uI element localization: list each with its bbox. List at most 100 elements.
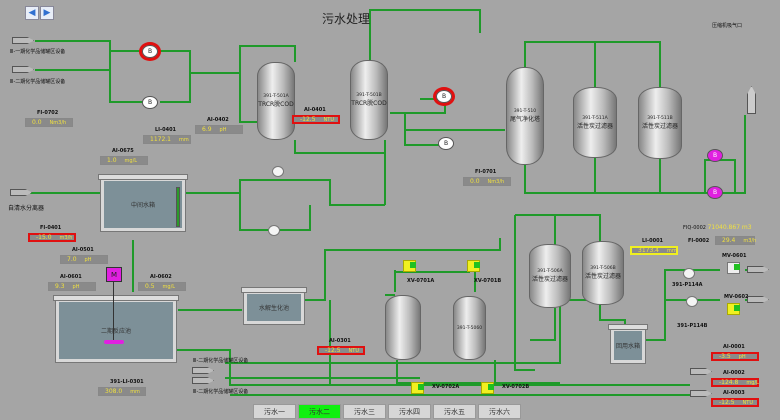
basin-middle-tank[interactable]: 中间水箱 (98, 174, 188, 232)
outlet-pipe (690, 368, 712, 375)
outlet-pipe (747, 296, 769, 303)
valve-xv-0702a[interactable] (411, 382, 424, 394)
tab-3[interactable]: 污水三 (343, 404, 386, 419)
unit: pH (84, 256, 92, 263)
outlet-pipe (690, 390, 712, 397)
instrument-tag: AI-0675 (112, 148, 134, 154)
unit: pH (72, 283, 80, 290)
inlet-label: 自清水分离器 (8, 205, 45, 212)
basin-reaction-tank[interactable]: 二期反应池 (53, 295, 179, 363)
unit: Nm3/h (49, 119, 67, 126)
unit: NTU (348, 347, 359, 354)
valve-xv-0701b[interactable] (467, 260, 480, 272)
agitator-motor[interactable]: M (106, 267, 122, 282)
page-title: 污水处理 (322, 12, 371, 26)
blower-stopped[interactable]: B (438, 137, 454, 150)
instrument-tag: AI-0602 (150, 274, 172, 280)
instrument-value-ai-0501[interactable]: 7.0 pH (60, 255, 108, 264)
unit: NTU (323, 116, 334, 123)
tab-5[interactable]: 污水五 (433, 404, 476, 419)
pump-391-p114a[interactable] (683, 268, 695, 279)
valve-xv-0702b[interactable] (481, 382, 494, 394)
exhaust-stack (747, 86, 756, 114)
valve-label: XV-0702B (502, 384, 530, 390)
value: 29.4 (722, 237, 736, 244)
valve-label: XV-0701A (407, 278, 435, 284)
inlet-label: Ⅲ-一期化学品储罐区设备 (10, 49, 66, 55)
pump-label: 391-P114A (672, 282, 703, 288)
tab-6[interactable]: 污水六 (478, 404, 521, 419)
instrument-tag: AI-0301 (329, 338, 351, 344)
value: 1.0 (107, 157, 117, 164)
back-button[interactable]: ◀ (25, 6, 39, 20)
valve-xv-0701a[interactable] (403, 260, 416, 272)
blower-stopped[interactable]: B (142, 96, 158, 109)
arrow-left-icon: ◀ (28, 8, 36, 18)
value: -124.8 (719, 379, 739, 386)
valve-label: MV-0601 (722, 253, 747, 259)
basin-bio-tank[interactable]: 水解生化池 (241, 287, 307, 325)
blower-running[interactable]: B (139, 42, 161, 61)
value: -3.5 (719, 353, 731, 360)
vessel-391-t-5060[interactable]: 391-T-5060 (453, 296, 486, 360)
tab-4[interactable]: 污水四 (388, 404, 431, 419)
pump[interactable] (272, 166, 284, 177)
tab-1[interactable]: 污水一 (253, 404, 296, 419)
forward-button[interactable]: ▶ (40, 6, 54, 20)
pump-391-p114b[interactable] (686, 296, 698, 307)
valve-mv-0601[interactable] (727, 262, 740, 274)
vessel-filter[interactable] (385, 295, 421, 360)
valve-mv-0602[interactable] (727, 303, 740, 315)
blower-running[interactable]: B (433, 87, 455, 106)
instrument-value-ai-0601[interactable]: 9.3 pH (48, 282, 96, 291)
instrument-value-ai-0002[interactable]: -124.8 mg/L (711, 378, 759, 387)
instrument-value-fi-0702[interactable]: 0.0 Nm3/h (25, 118, 73, 127)
level-gauge (176, 187, 180, 227)
blower-fan[interactable]: B (707, 149, 723, 162)
basin-reuse-tank[interactable]: 回用水箱 (608, 324, 648, 364)
inlet-pipe (192, 377, 214, 384)
unit: mm (667, 247, 677, 254)
inlet-pipe (192, 367, 214, 374)
pump[interactable] (268, 225, 280, 236)
value: 9.3 (55, 283, 65, 290)
tab-2[interactable]: 污水二 (298, 404, 341, 419)
value: 7.0 (67, 256, 77, 263)
valve-label: XV-0702A (432, 384, 460, 390)
unit: m3/h (743, 237, 757, 244)
value: 6.9 (202, 126, 212, 133)
value: -12.5 (719, 399, 735, 406)
value: 0.0 (32, 119, 42, 126)
inlet-label: Ⅲ-二期化学品储罐区设备 (193, 358, 249, 364)
blower-fan[interactable]: B (707, 186, 723, 199)
instrument-tag: AI-0601 (60, 274, 82, 280)
instrument-value-fi-0002[interactable]: 29.4 m3/h (715, 236, 757, 245)
instrument-tag: AI-0401 (304, 107, 326, 113)
agitator-shaft (113, 282, 114, 342)
agitator-blade (104, 340, 124, 344)
unit: mg/L (746, 379, 759, 386)
unit: pH (219, 126, 227, 133)
instrument-value-ai-0402[interactable]: 6.9 pH (195, 125, 243, 134)
value: 1172.1 (150, 136, 171, 143)
valve-label: XV-0701B (474, 278, 502, 284)
instrument-tag: AI-0402 (207, 117, 229, 123)
